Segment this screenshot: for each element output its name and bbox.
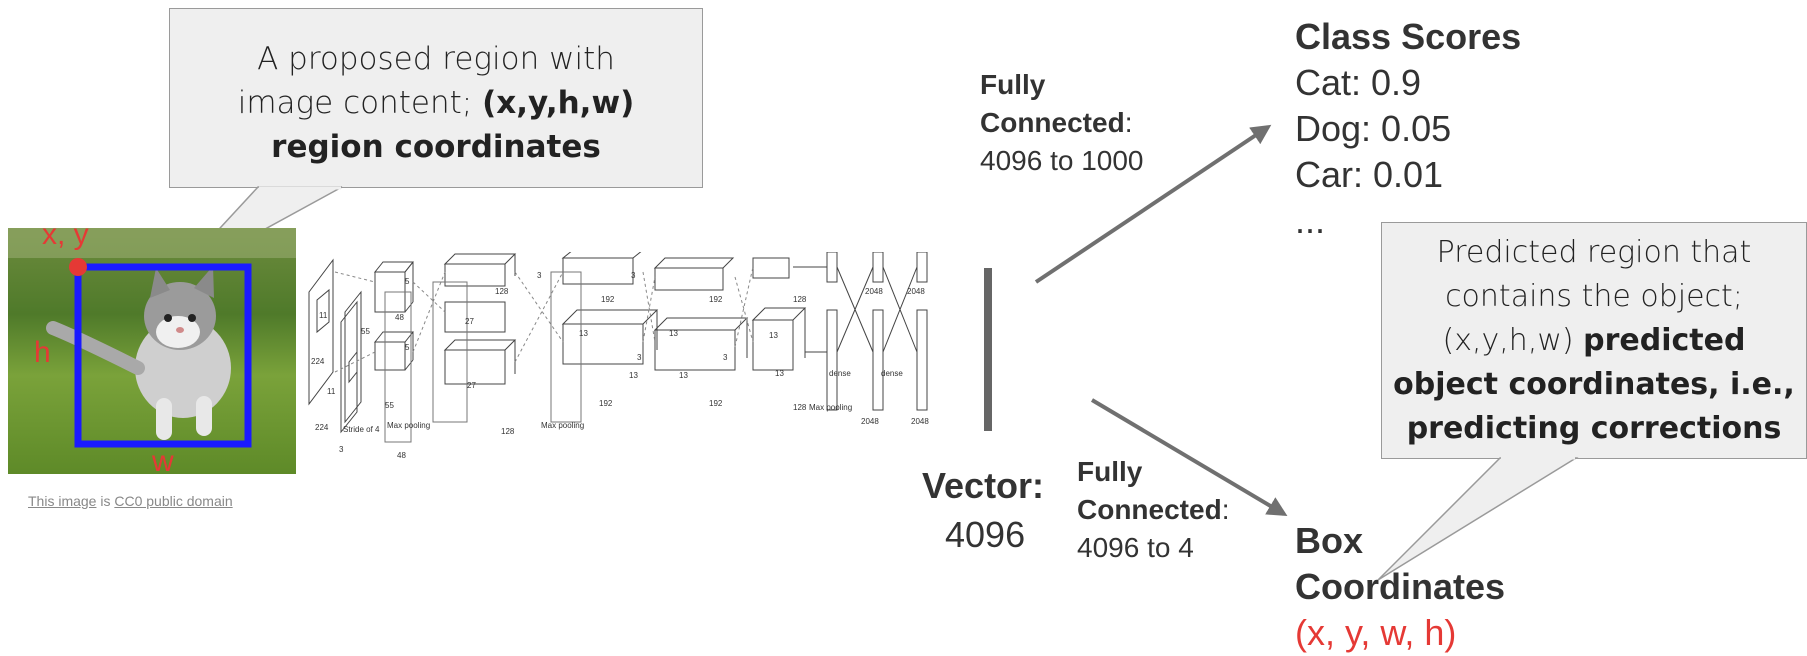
prediction-callout-tail (0, 0, 1807, 653)
